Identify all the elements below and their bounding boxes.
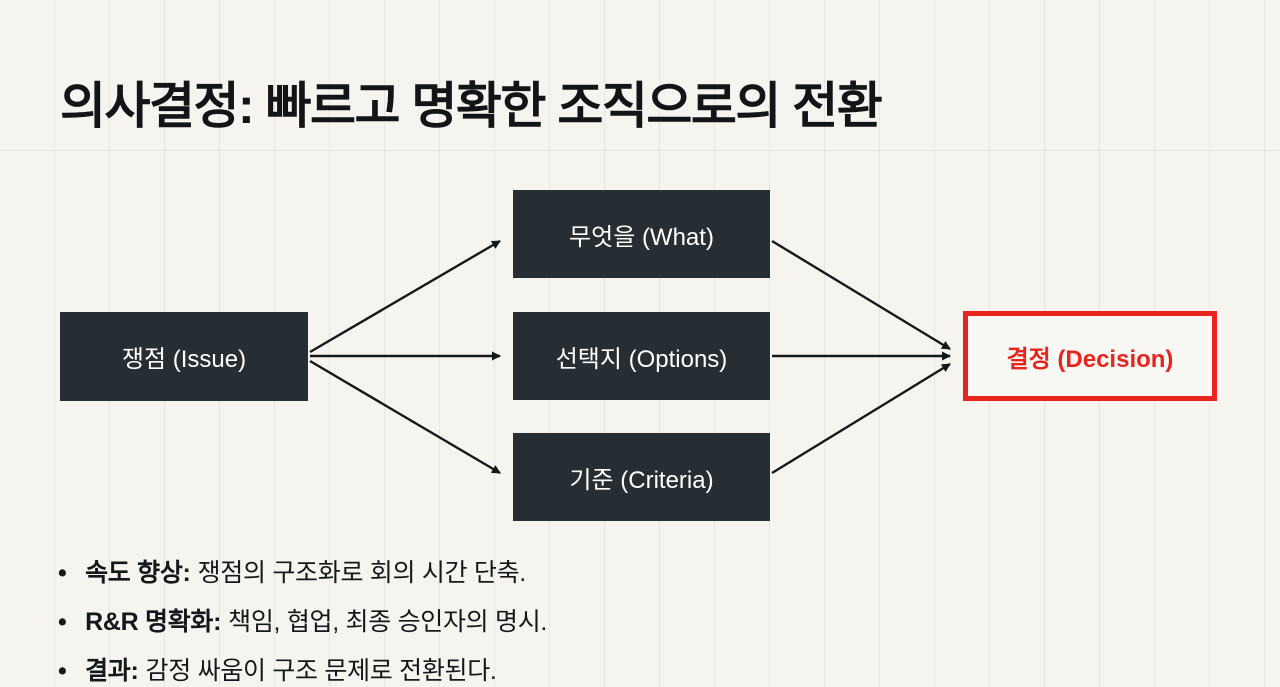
bullet-text: 책임, 협업, 최종 승인자의 명시. (228, 608, 548, 636)
list-item: 결과:감정 싸움이 구조 문제로 전환된다. (58, 651, 547, 687)
node-criteria-label: 기준 (Criteria) (569, 466, 714, 494)
node-what: 무엇을 (What) (513, 190, 770, 278)
bullet-label: 결과: (85, 657, 139, 685)
list-item: R&R 명확화:책임, 협업, 최종 승인자의 명시. (58, 602, 547, 638)
bullet-text: 감정 싸움이 구조 문제로 전환된다. (145, 657, 497, 685)
node-issue-label: 쟁점 (Issue) (121, 346, 247, 373)
node-decision: 결정 (Decision) (963, 311, 1217, 401)
bullet-text: 쟁점의 구조화로 회의 시간 단축. (197, 559, 527, 587)
node-decision-label: 결정 (Decision) (1006, 345, 1174, 373)
grid-hline (0, 150, 1280, 151)
node-criteria: 기준 (Criteria) (513, 433, 770, 521)
node-options: 선택지 (Options) (513, 312, 770, 400)
node-options-label: 선택지 (Options) (555, 345, 728, 373)
bullet-label: R&R 명확화: (85, 608, 222, 636)
node-what-label: 무엇을 (What) (569, 223, 714, 251)
list-item: 속도 향상:쟁점의 구조화로 회의 시간 단축. (58, 553, 547, 589)
node-issue: 쟁점 (Issue) (60, 312, 308, 401)
bullet-label: 속도 향상: (85, 559, 191, 587)
page-title: 의사결정: 빠르고 명확한 조직으로의 전환 (60, 78, 883, 134)
notes-list: 속도 향상:쟁점의 구조화로 회의 시간 단축. R&R 명확화:책임, 협업,… (58, 553, 547, 687)
